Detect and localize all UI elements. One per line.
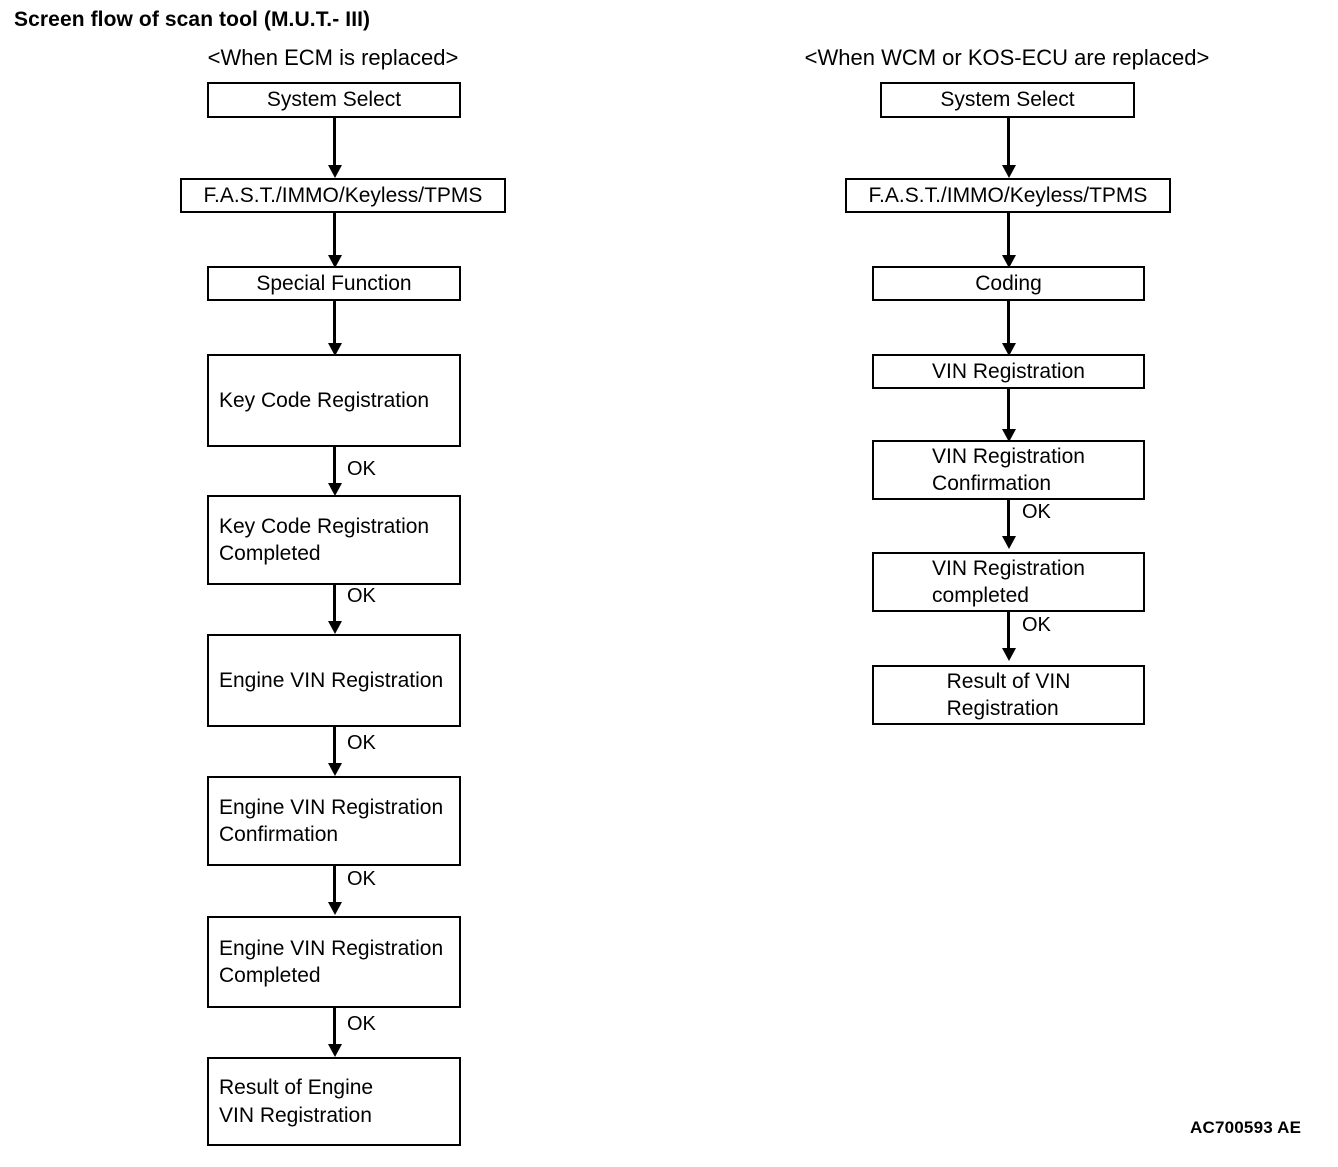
node-label: System Select bbox=[940, 88, 1075, 112]
node-label: Engine VIN Registration bbox=[219, 668, 444, 692]
node-label: Result of Engine VIN Registration bbox=[219, 1076, 374, 1127]
node-label: System Select bbox=[266, 88, 402, 112]
edge-label-ok: OK bbox=[347, 732, 376, 754]
node-ecm-engine-vin-reg-confirmation[interactable]: Engine VIN Registration Confirmation bbox=[207, 776, 461, 866]
node-wcm-vin-reg-confirmation[interactable]: VIN Registration Confirmation bbox=[872, 440, 1145, 500]
node-label: Engine VIN Registration Completed bbox=[219, 936, 444, 987]
page-title: Screen flow of scan tool (M.U.T.- III) bbox=[14, 8, 371, 31]
edge-label-ok: OK bbox=[347, 458, 376, 480]
column-heading-ecm-replaced: <When ECM is replaced> bbox=[207, 45, 459, 70]
node-label: F.A.S.T./IMMO/Keyless/TPMS bbox=[868, 183, 1148, 207]
node-wcm-result-vin-reg[interactable]: Result of VIN Registration bbox=[872, 665, 1145, 725]
node-label: Result of VIN Registration bbox=[946, 669, 1071, 720]
node-ecm-special-function[interactable]: Special Function bbox=[207, 266, 461, 301]
edge-label-ok: OK bbox=[1022, 614, 1051, 636]
node-wcm-vin-reg[interactable]: VIN Registration bbox=[872, 354, 1145, 389]
node-label: VIN Registration bbox=[932, 359, 1085, 383]
node-label: Special Function bbox=[256, 271, 412, 295]
node-ecm-result-engine-vin-reg[interactable]: Result of Engine VIN Registration bbox=[207, 1057, 461, 1146]
node-wcm-system-select[interactable]: System Select bbox=[880, 82, 1135, 118]
figure-code: AC700593 AE bbox=[1190, 1118, 1302, 1137]
node-ecm-system-select[interactable]: System Select bbox=[207, 82, 461, 118]
node-label: Key Code Registration bbox=[219, 388, 430, 412]
node-wcm-vin-reg-completed[interactable]: VIN Registration completed bbox=[872, 552, 1145, 612]
node-label: Key Code Registration Completed bbox=[219, 514, 430, 565]
node-label: Coding bbox=[975, 271, 1042, 295]
node-ecm-engine-vin-reg-completed[interactable]: Engine VIN Registration Completed bbox=[207, 916, 461, 1008]
node-label: Engine VIN Registration Confirmation bbox=[219, 795, 444, 846]
node-ecm-engine-vin-reg[interactable]: Engine VIN Registration bbox=[207, 634, 461, 727]
node-ecm-fast-immo[interactable]: F.A.S.T./IMMO/Keyless/TPMS bbox=[180, 178, 506, 213]
node-label: VIN Registration completed bbox=[932, 556, 1085, 607]
node-label: VIN Registration Confirmation bbox=[932, 444, 1085, 495]
edge-label-ok: OK bbox=[347, 1013, 376, 1035]
node-ecm-key-code-reg[interactable]: Key Code Registration bbox=[207, 354, 461, 447]
node-wcm-fast-immo[interactable]: F.A.S.T./IMMO/Keyless/TPMS bbox=[845, 178, 1171, 213]
node-ecm-key-code-reg-completed[interactable]: Key Code Registration Completed bbox=[207, 495, 461, 585]
edge-label-ok: OK bbox=[1022, 501, 1051, 523]
column-heading-wcm-kos-replaced: <When WCM or KOS-ECU are replaced> bbox=[804, 45, 1210, 70]
node-label: F.A.S.T./IMMO/Keyless/TPMS bbox=[203, 183, 483, 207]
edge-label-ok: OK bbox=[347, 868, 376, 890]
edge-label-ok: OK bbox=[347, 585, 376, 607]
node-wcm-coding[interactable]: Coding bbox=[872, 266, 1145, 301]
